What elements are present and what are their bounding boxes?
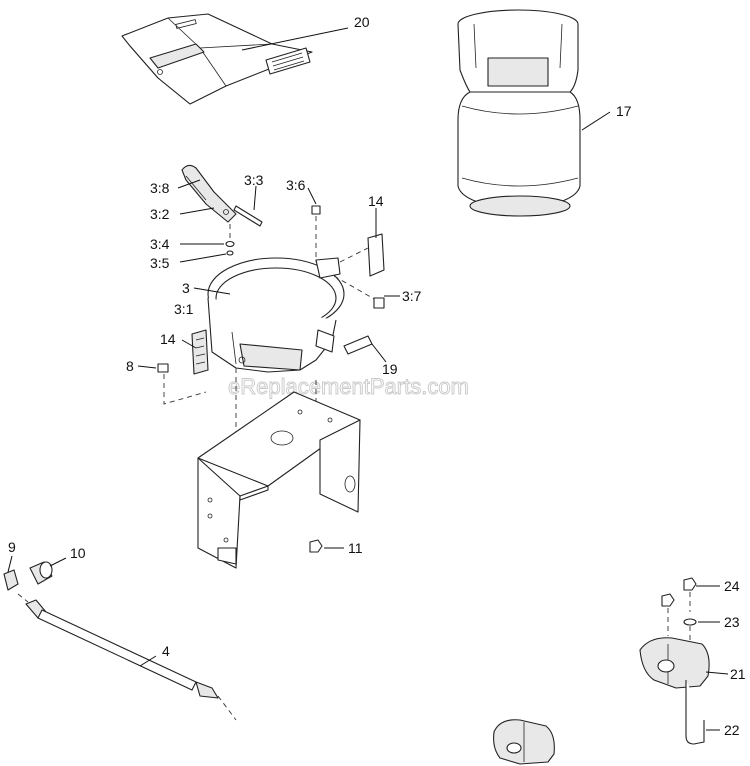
callout-3: 3: [182, 280, 190, 296]
callout-8: 8: [126, 358, 134, 374]
callout-11: 11: [348, 540, 363, 556]
callout-labels: 20 17 3:8 3:3 3:6 14 3:2 3:4 3:5 3 3:1 3…: [8, 14, 746, 738]
callout-19: 19: [382, 361, 398, 377]
part-washer-23: [683, 618, 697, 640]
callout-3-1: 3:1: [174, 301, 194, 317]
part-nut-24: [683, 577, 697, 612]
callout-23: 23: [724, 614, 740, 630]
callout-3-6: 3:6: [286, 177, 306, 193]
part-decal-14-top: [367, 233, 385, 277]
part-pin-3-7: [373, 297, 385, 309]
part-hose-4: [17, 593, 237, 721]
part-handle-lever: [181, 164, 237, 223]
callout-10: 10: [70, 545, 86, 561]
callout-3-7: 3:7: [402, 288, 422, 304]
label-decal-20: [265, 47, 311, 75]
callout-21: 21: [730, 666, 746, 682]
callout-3-5: 3:5: [150, 255, 170, 271]
watermark-text: eReplacementParts.com: [228, 374, 469, 399]
part-washer-3-4: [225, 224, 235, 256]
part-counterweight-21: [639, 637, 710, 689]
part-decal-14-left: [191, 329, 209, 375]
part-counterweight-lower: [493, 719, 555, 765]
part-heat-shield: [121, 13, 313, 105]
part-screw-3-6: [311, 205, 321, 262]
callout-14-top: 14: [368, 193, 384, 209]
part-propane-tank: [457, 9, 581, 217]
callout-9: 9: [8, 539, 16, 555]
callout-3-3: 3:3: [244, 172, 264, 188]
part-coupling-10: [29, 561, 53, 585]
leader-lines: [7, 27, 729, 731]
part-nut-11: [309, 539, 323, 553]
part-nut-left: [661, 593, 675, 636]
callout-3-8: 3:8: [150, 180, 170, 196]
callout-17: 17: [616, 103, 632, 119]
part-pin-3-3: [233, 205, 263, 227]
part-elbow-fitting-9: [3, 569, 19, 591]
callout-4: 4: [162, 643, 170, 659]
callout-3-2: 3:2: [150, 206, 170, 222]
part-tank-bracket: [207, 247, 377, 373]
callout-3-4: 3:4: [150, 236, 170, 252]
part-bolt-8: [157, 363, 207, 405]
part-mounting-bracket: [197, 391, 361, 569]
part-u-bolt-22: [685, 680, 705, 745]
callout-20: 20: [354, 14, 370, 30]
part-decal-19: [343, 335, 373, 355]
callout-14-left: 14: [160, 331, 176, 347]
callout-24: 24: [724, 578, 740, 594]
callout-22: 22: [724, 722, 740, 738]
